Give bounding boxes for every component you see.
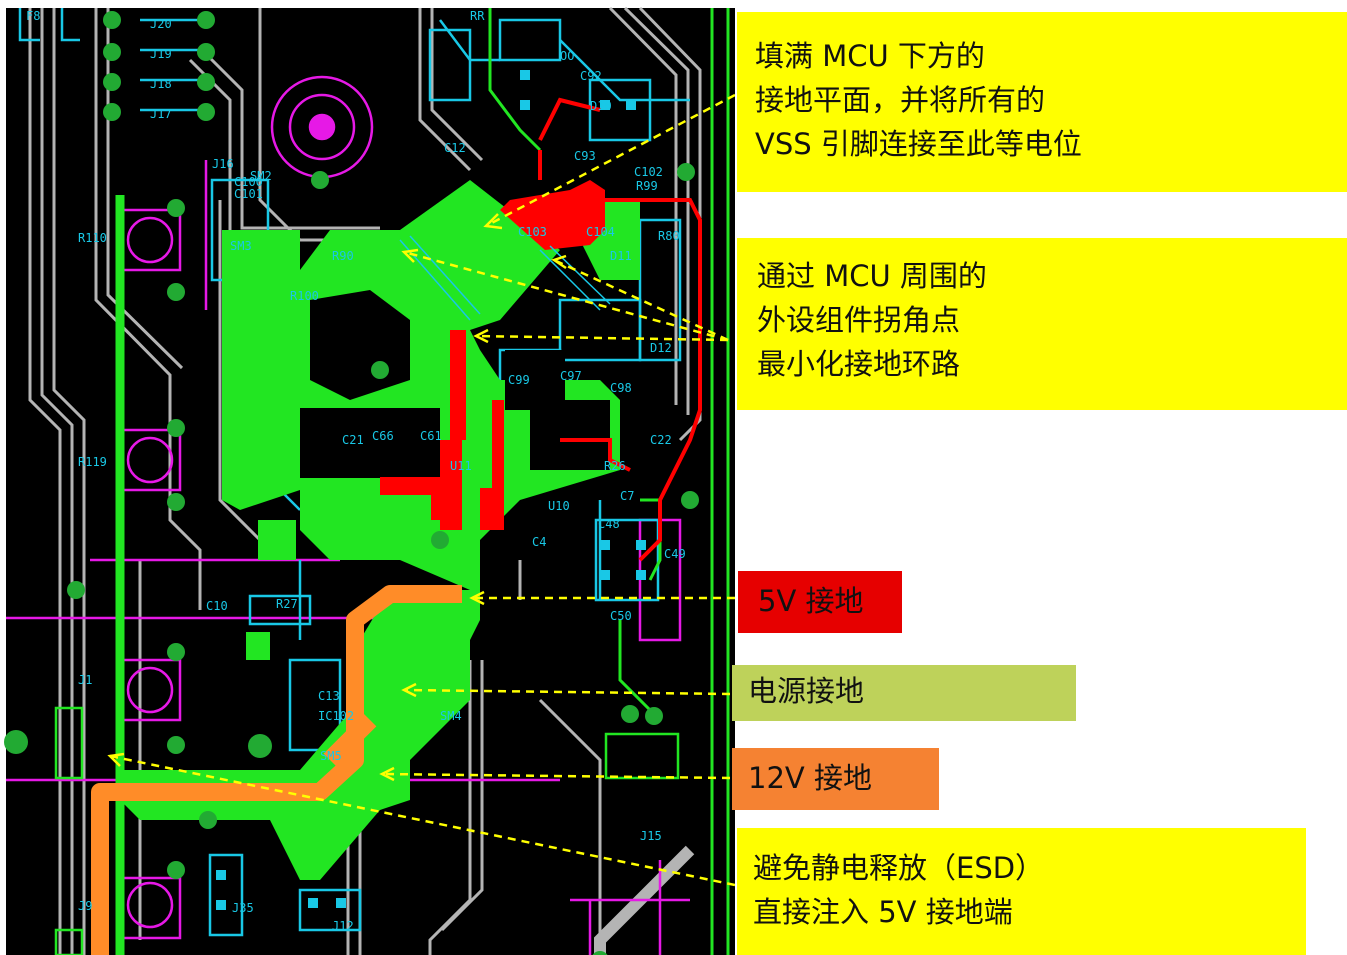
board-designator-label: C93 [574,149,596,163]
orange-12v-net [91,585,462,955]
board-designator-label: J9 [78,899,92,913]
board-designator-label: J18 [150,77,172,91]
board-designator-label: C48 [598,517,620,531]
board-designator-label: D10 [590,99,612,113]
board-designator-label: C13 [318,689,340,703]
board-designator-label: J12 [332,919,354,933]
callout-esd: 避免静电释放（ESD） 直接注入 5V 接地端 [737,828,1306,955]
callout-power-ground: 电源接地 [732,665,1076,721]
board-designator-label: C7 [620,489,634,503]
board-designator-label: R99 [636,179,658,193]
board-designator-label: J16 [212,157,234,171]
board-designator-label: J17 [150,107,172,121]
board-designator-label: C12 [444,141,466,155]
board-designator-label: C50 [610,609,632,623]
board-designator-label: J20 [150,17,172,31]
board-designator-label: C66 [372,429,394,443]
board-designator-label: RR [470,9,485,23]
board-designator-label: SM5 [320,749,342,763]
board-designator-label: C92 [580,69,602,83]
callout-esd-line-2: 直接注入 5V 接地端 [753,895,1013,929]
board-designator-label: R100 [290,289,319,303]
callout-loop-line-2: 外设组件拐角点 [757,303,961,337]
callout-12v-text: 12V 接地 [748,761,872,795]
board-designator-label: C104 [586,225,615,239]
board-designator-label: R27 [276,597,298,611]
arrow-heads [107,213,567,782]
board-designator-label: C97 [560,369,582,383]
board-designator-label: C101 [234,187,263,201]
board-designator-label: R90 [332,249,354,263]
board-designator-label: C61 [420,429,442,443]
callout-power-text: 电源接地 [748,674,865,708]
board-designator-label: IC102 [318,709,354,723]
pcb-layout-view: J20J19J18J17J16C100C101C92C93C102C103C10… [4,6,735,955]
board-designator-label: R26 [604,459,626,473]
callout-loop-line-3: 最小化接地环路 [757,347,961,381]
magenta-outlines [6,75,690,955]
board-designator-label: R119 [78,455,107,469]
board-designator-label: C103 [518,225,547,239]
board-designator-label: C21 [342,433,364,447]
board-designator-label: C4 [532,535,546,549]
callout-12v-ground: 12V 接地 [732,748,939,810]
board-designator-label: C102 [634,165,663,179]
board-designator-label: J15 [640,829,662,843]
board-designator-label: J1 [78,673,92,687]
callout-mcu-line-1: 填满 MCU 下方的 [755,39,985,73]
callout-mcu-line-2: 接地平面，并将所有的 [755,83,1046,117]
plane-cutouts [300,290,610,478]
green-traces [54,8,730,955]
board-designator-label: C49 [664,547,686,561]
callout-mcu-ground-plane: 填满 MCU 下方的 接地平面，并将所有的 VSS 引脚连接至此等电位 [737,12,1347,192]
board-designator-label: D12 [650,341,672,355]
board-designator-label: J35 [232,901,254,915]
board-designator-label: R80 [658,229,680,243]
board-designator-label: C22 [650,433,672,447]
board-designator-label: U10 [548,499,570,513]
board-designator-label: SM2 [250,169,272,183]
green-vias [4,11,699,955]
board-designator-label: J19 [150,47,172,61]
board-designator-label: SM3 [230,239,252,253]
callout-mcu-line-3: VSS 引脚连接至此等电位 [755,127,1082,161]
board-designator-label: C98 [610,381,632,395]
board-designator-label: U11 [450,459,472,473]
board-designator-label: D11 [610,249,632,263]
callout-loop-line-1: 通过 MCU 周围的 [757,259,987,293]
red-5v-net [380,97,702,562]
callout-5v-text: 5V 接地 [758,584,864,618]
annotation-arrows [109,93,735,887]
callout-esd-line-1: 避免静电释放（ESD） [753,851,1045,885]
board-designator-label: C99 [508,373,530,387]
board-designator-label: C10 [206,599,228,613]
callout-ground-loop: 通过 MCU 周围的 外设组件拐角点 最小化接地环路 [737,238,1347,410]
board-designator-label: F8 [26,9,40,23]
board-designator-label: R110 [78,231,107,245]
board-designator-label: SM4 [440,709,462,723]
board-designator-label: C100 [234,175,263,189]
callout-5v-ground: 5V 接地 [738,571,902,633]
board-designator-label: OO [560,49,574,63]
